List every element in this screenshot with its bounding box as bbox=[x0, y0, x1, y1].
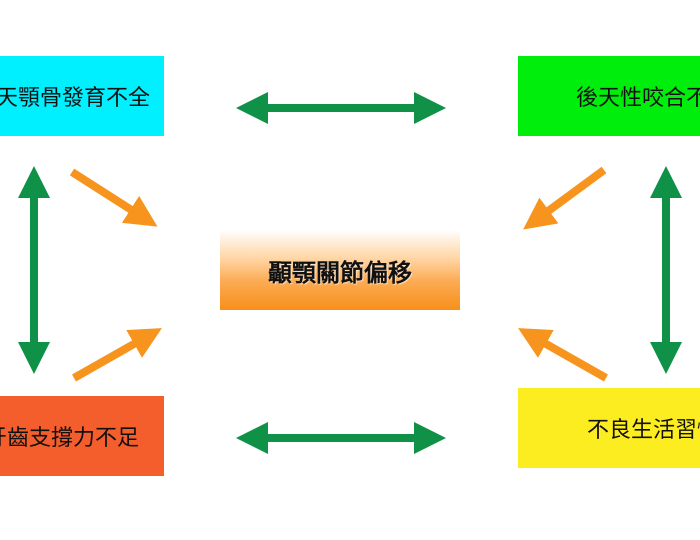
node-top-right: 後天性咬合不正 bbox=[518, 56, 700, 136]
node-top-right-label: 後天性咬合不正 bbox=[576, 86, 700, 111]
arrow-bottom-right-to-center bbox=[518, 328, 608, 382]
node-center: 顳顎關節偏移 bbox=[220, 230, 460, 310]
node-bottom-right-label: 不良生活習慣 bbox=[586, 418, 700, 443]
node-bottom-right: 不良生活習慣 bbox=[518, 388, 700, 468]
node-top-left: 先天顎骨發育不全 bbox=[0, 56, 164, 136]
node-top-left-label: 先天顎骨發育不全 bbox=[0, 86, 150, 111]
arrow-top-right-to-center bbox=[523, 166, 607, 230]
node-center-label: 顳顎關節偏移 bbox=[268, 258, 412, 287]
arrow-top-left-to-center bbox=[69, 168, 158, 227]
node-bottom-left: 牙齒支撐力不足 bbox=[0, 396, 164, 476]
node-bottom-left-label: 牙齒支撐力不足 bbox=[0, 426, 139, 451]
arrow-bottom-left-to-center bbox=[72, 328, 162, 382]
